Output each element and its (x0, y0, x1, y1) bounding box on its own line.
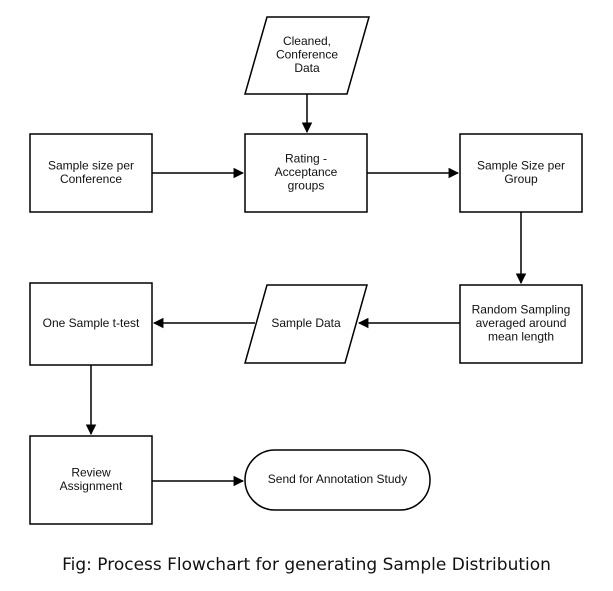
node-one-sample-ttest: One Sample t-test (29, 282, 153, 366)
node-send-annotation: Send for Annotation Study (244, 449, 431, 511)
node-shape-sample-data (244, 284, 368, 364)
node-label-sample-size-per-group-line-2: Group (504, 172, 538, 186)
edges-layer (85, 94, 527, 487)
node-label-review-assignment-line-2: Assignment (60, 479, 123, 493)
figure-caption: Fig: Process Flowchart for generating Sa… (62, 555, 551, 575)
node-shape-sample-size-per-group (459, 133, 583, 213)
node-sample-data: Sample Data (244, 284, 368, 364)
node-label-sample-size-per-conference-line-1: Sample size per (48, 158, 134, 172)
node-label-rating-groups-line-2: Acceptance (275, 165, 338, 179)
node-label-cleaned-data-line-3: Data (294, 61, 320, 75)
node-label-cleaned-data-line-2: Conference (276, 48, 338, 62)
node-shape-cleaned-data (244, 16, 370, 95)
node-label-cleaned-data-line-1: Cleaned, (283, 34, 331, 48)
node-label-random-sampling-line-1: Random Sampling (472, 303, 571, 317)
node-label-send-annotation-line-1: Send for Annotation Study (268, 472, 407, 486)
node-shape-sample-size-per-conference (29, 133, 153, 213)
node-shape-send-annotation (244, 449, 431, 511)
node-shape-review-assignment (29, 435, 153, 525)
node-label-rating-groups-line-3: groups (288, 179, 325, 193)
node-label-random-sampling-line-3: mean length (488, 330, 554, 344)
node-shape-random-sampling (459, 284, 583, 364)
node-label-sample-size-per-conference-line-2: Conference (60, 172, 122, 186)
node-label-sample-size-per-group-line-1: Sample Size per (477, 158, 565, 172)
node-label-one-sample-ttest-line-1: One Sample t-test (43, 316, 140, 330)
node-shape-one-sample-ttest (29, 282, 153, 366)
node-label-rating-groups-line-1: Rating - (285, 152, 327, 166)
node-shape-rating-groups (244, 133, 368, 213)
node-label-sample-data-line-1: Sample Data (271, 316, 341, 330)
node-label-review-assignment-line-1: Review (71, 465, 111, 479)
node-label-random-sampling-line-2: averaged around (476, 316, 567, 330)
